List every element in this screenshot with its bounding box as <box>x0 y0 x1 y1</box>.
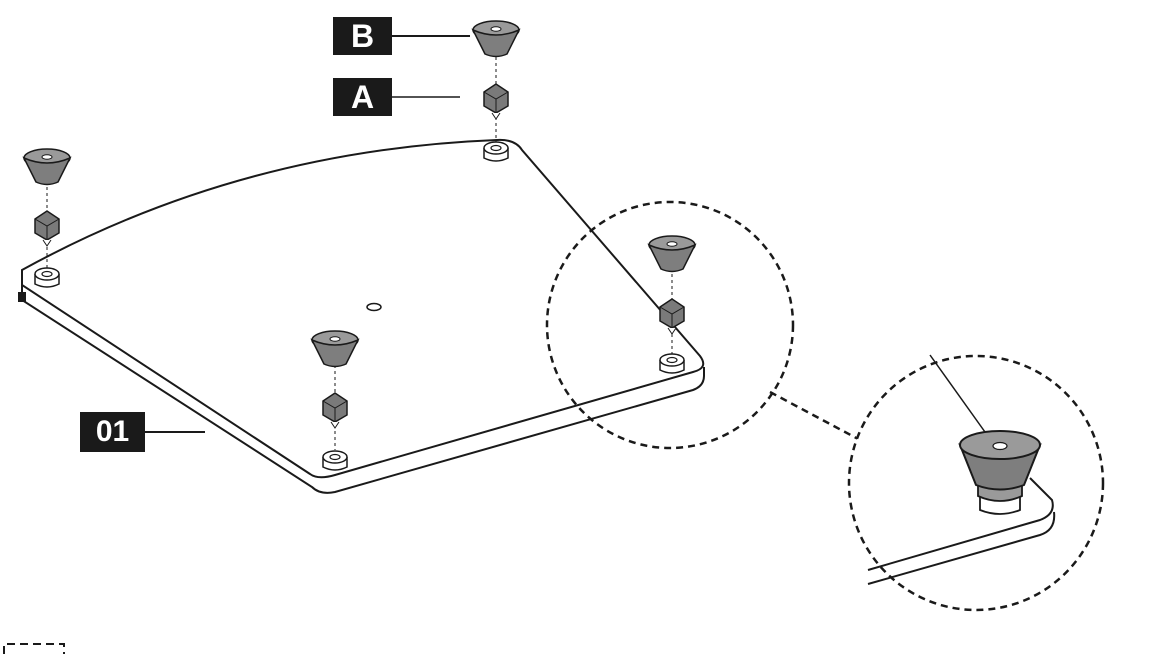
nut-top <box>483 141 509 162</box>
cone-b-top <box>472 20 520 58</box>
nut-left <box>34 267 60 288</box>
label-part-a: A <box>333 78 392 116</box>
top-assembly <box>392 20 520 162</box>
label-part-b: B <box>333 17 392 55</box>
cone-right <box>648 235 696 273</box>
nut-front <box>322 450 348 471</box>
front-assembly <box>311 330 359 471</box>
spike-left <box>34 210 60 247</box>
nut-right <box>659 353 685 374</box>
cone-left <box>23 148 71 186</box>
detail-view <box>847 354 1105 612</box>
detail-source-circle <box>545 200 795 450</box>
base-board <box>18 138 705 494</box>
detail-connector-line <box>769 390 861 442</box>
partial-dashed-box <box>3 643 65 654</box>
spike-a-top <box>483 83 509 120</box>
board-hole <box>366 302 382 312</box>
label-board-01: 01 <box>80 412 145 452</box>
